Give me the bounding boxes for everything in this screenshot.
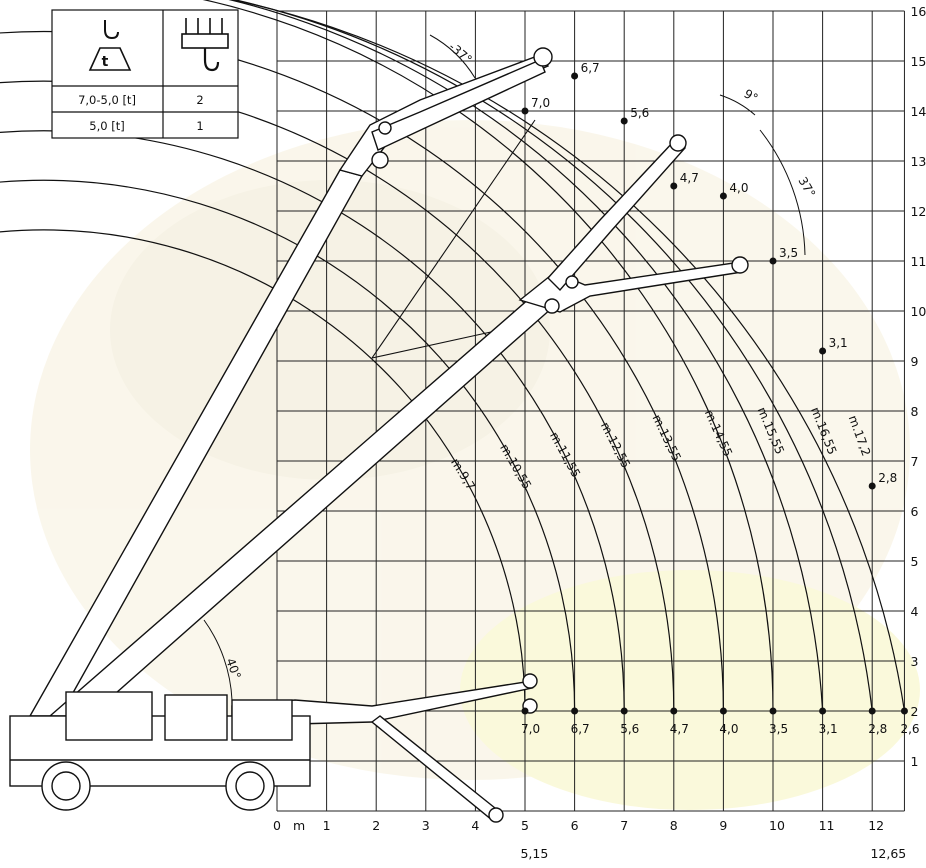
ground-load-label: 4,0: [719, 722, 738, 736]
y-tick-label: 8: [910, 404, 918, 419]
x-tick-label: 12: [868, 818, 884, 833]
angle-label-40: 40°: [223, 656, 243, 681]
x-tick-label: 2: [372, 818, 380, 833]
upper-load-point: [670, 182, 678, 190]
upper-load-label: 2,8: [878, 471, 897, 485]
upper-load-label: 3,1: [829, 336, 848, 350]
table-load-1: 7,0-5,0 [t]: [78, 93, 136, 107]
radius-arc: [0, 30, 724, 712]
upper-load-label: 3,5: [779, 246, 798, 260]
upper-load-point: [521, 107, 529, 115]
table-falls-2: 1: [196, 119, 203, 133]
upper-load-point: [769, 257, 777, 265]
ground-load-point: [900, 707, 908, 715]
upper-load-label: 7,0: [531, 96, 550, 110]
crane-truck: [9, 691, 311, 811]
upper-load-label: 6,7: [581, 61, 600, 75]
x-tick-label: 4: [471, 818, 479, 833]
svg-text:t: t: [102, 54, 109, 70]
ground-load-point: [819, 707, 827, 715]
x-tick-label: 3: [422, 818, 430, 833]
radius-arc: [0, 130, 625, 712]
y-tick-label: 9: [910, 354, 918, 369]
x-extra-tick-label: 12,65: [870, 846, 906, 861]
y-tick-label: 3: [910, 654, 918, 669]
x-tick-label: 7: [620, 818, 628, 833]
grid: [276, 10, 905, 812]
pulley-hook-icon: [181, 18, 229, 72]
ground-load-point: [521, 707, 529, 715]
radius-arc: [0, 80, 675, 712]
x-tick-label: 10: [769, 818, 785, 833]
x-tick-label: 9: [719, 818, 727, 833]
upper-load-point: [868, 482, 876, 490]
y-tick-label: 7: [910, 454, 918, 469]
y-tick-label: 5: [910, 554, 918, 569]
boom-envelope-lines: [371, 119, 536, 359]
y-tick-label: 2: [910, 704, 918, 719]
upper-load-point: [571, 72, 579, 80]
ground-load-point: [571, 707, 579, 715]
radius-arc: [230, 0, 906, 712]
upper-load-point: [819, 347, 827, 355]
radius-arc: [202, 0, 774, 712]
load-table: t 7,0-5,0 [t] 2 5,0 [t] 1: [51, 9, 239, 139]
angle-label-minus37: -37°: [446, 40, 475, 67]
upper-load-label: 4,0: [729, 181, 748, 195]
table-load-2: 5,0 [t]: [89, 119, 124, 133]
ground-load-point: [769, 707, 777, 715]
upper-load-point: [620, 117, 628, 125]
y-tick-label: 1: [910, 754, 918, 769]
radius-arc: [0, 179, 576, 712]
ground-load-point: [670, 707, 678, 715]
hook-weight-icon: t: [88, 20, 132, 71]
ground-load-point: [868, 707, 876, 715]
ground-load-label: 7,0: [521, 722, 540, 736]
ground-load-point: [620, 707, 628, 715]
y-tick-label: 11: [910, 254, 926, 269]
angle-indicators: [203, 34, 806, 701]
ground-load-point: [719, 707, 727, 715]
y-tick-label: 6: [910, 504, 918, 519]
ground-load-label: 4,7: [670, 722, 689, 736]
x-tick-label: 8: [670, 818, 678, 833]
y-tick-label: 4: [910, 604, 918, 619]
x-unit-label: m: [293, 818, 305, 833]
ground-load-label: 2,8: [868, 722, 887, 736]
ground-load-label: 3,1: [819, 722, 838, 736]
angle-label-9: 9°: [742, 86, 761, 105]
upper-load-point: [719, 192, 727, 200]
x-tick-label: 5: [521, 818, 529, 833]
y-tick-label: 13: [910, 154, 926, 169]
y-tick-label: 15: [910, 54, 926, 69]
radius-arcs: [0, 0, 906, 712]
y-tick-label: 10: [910, 304, 926, 319]
angle-label-37: 37°: [795, 175, 818, 200]
table-falls-1: 2: [196, 93, 203, 107]
load-points: 7,0 6,7 5,6 4,7 4,0 3,5 3,1 2,8 2,6 7,0 6,7 5,6 4,7 4…: [521, 61, 920, 736]
x-extra-tick-label: 5,15: [520, 846, 548, 861]
radius-arc: [228, 0, 824, 712]
x-tick-label: 0: [273, 818, 281, 833]
ground-load-label: 6,7: [571, 722, 590, 736]
ground-load-label: 2,6: [900, 722, 919, 736]
radius-arc: [233, 0, 873, 712]
y-tick-label: 16: [910, 4, 926, 19]
upper-load-label: 4,7: [680, 171, 699, 185]
upper-load-label: 5,6: [630, 106, 649, 120]
x-tick-label: 1: [323, 818, 331, 833]
x-tick-label: 6: [571, 818, 579, 833]
ground-load-label: 3,5: [769, 722, 788, 736]
x-tick-label: 11: [819, 818, 835, 833]
y-tick-label: 14: [910, 104, 926, 119]
radius-arc: [0, 229, 526, 712]
ground-load-label: 5,6: [620, 722, 639, 736]
y-tick-label: 12: [910, 204, 926, 219]
